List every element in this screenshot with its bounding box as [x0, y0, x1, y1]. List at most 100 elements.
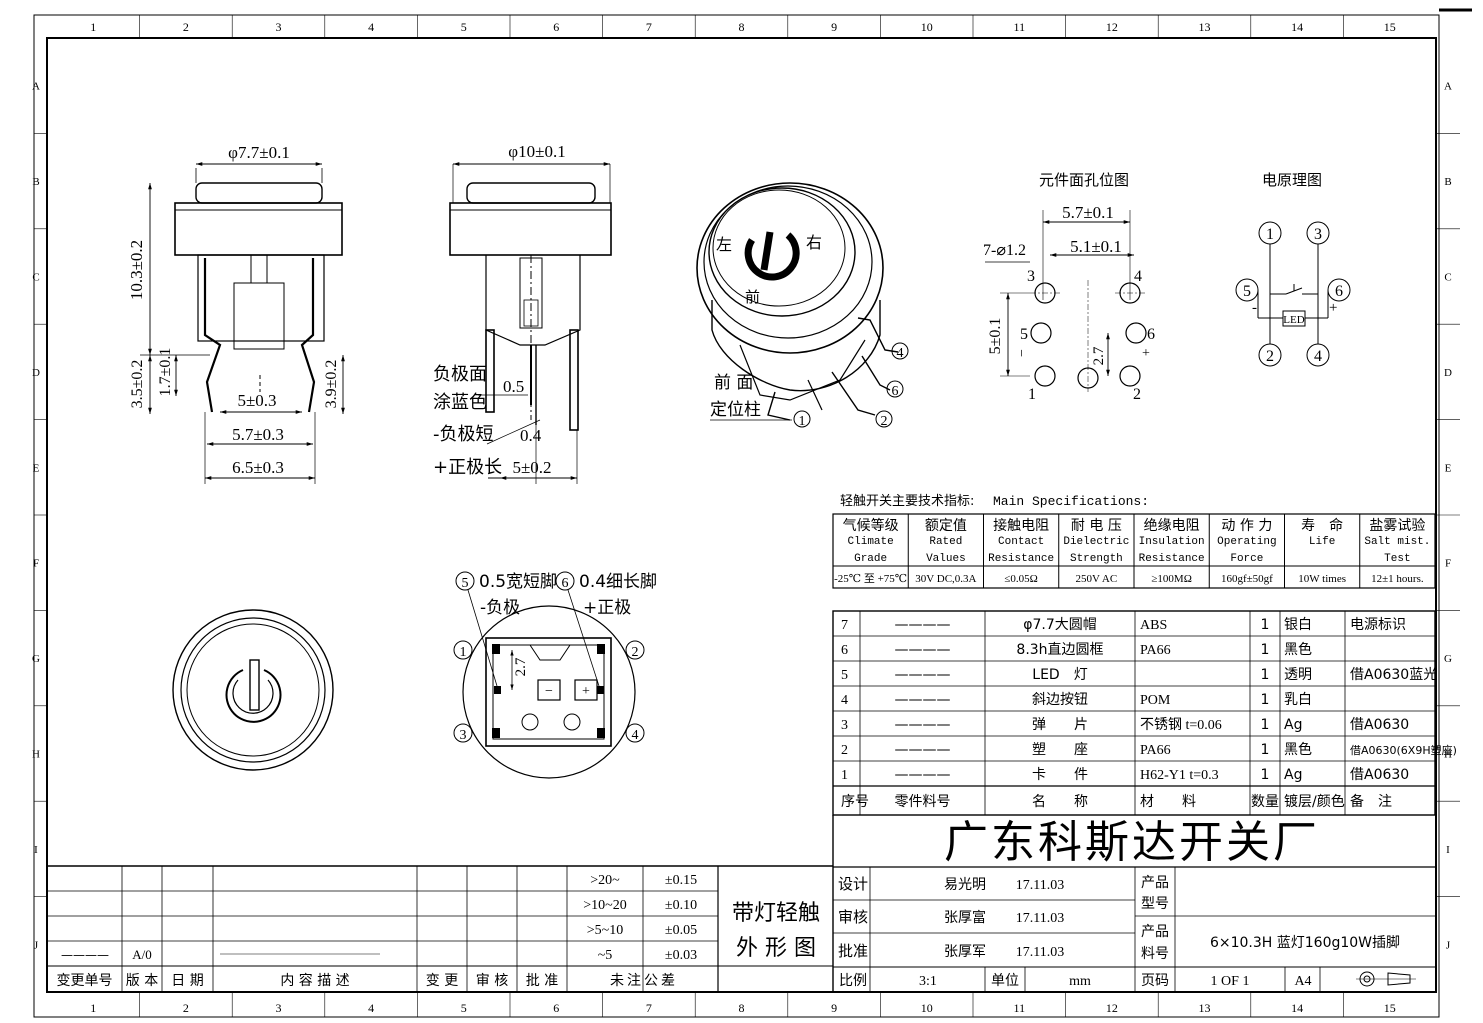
spec-header-en1: Rated	[929, 536, 962, 548]
sch-led: LED	[1283, 314, 1304, 326]
bom-cell-material: H62-Y1 t=0.3	[1140, 768, 1219, 783]
rev-header: 审 核	[476, 973, 508, 989]
grid-col-label-bottom: 4	[368, 1001, 374, 1015]
grid-row-label-right: A	[1444, 81, 1452, 93]
front-04-label: 0.4	[520, 426, 542, 445]
bom-header-no: 序号	[841, 794, 869, 810]
bom-cell-material: PA66	[1140, 743, 1171, 758]
spec-header-en2: Force	[1230, 553, 1263, 565]
tb-check-label: 审核	[838, 908, 868, 926]
bom-cell-name: 弹 片	[1032, 717, 1088, 733]
bom-cell-name: 斜边按钮	[1032, 692, 1088, 708]
tb-designer: 易光明	[944, 877, 986, 893]
bom-cell-finish: 乳白	[1284, 692, 1312, 708]
sch-node-2: 2	[1266, 348, 1274, 365]
bom-cell-name: φ7.7大圆帽	[1023, 617, 1097, 633]
grid-row-label: H	[32, 749, 40, 761]
grid-column-labels: 1122334455667788991010111112121313141415…	[90, 15, 1396, 1017]
spec-header-en2: Test	[1384, 553, 1410, 565]
grid-col-label: 10	[921, 20, 933, 34]
grid-col-label-bottom: 7	[646, 1001, 652, 1015]
iso-locating-pin: 定位柱	[710, 400, 761, 420]
hole-count-label: 7-⌀1.2	[983, 242, 1026, 259]
grid-row-label: C	[32, 272, 39, 284]
sch-minus: -	[1252, 300, 1257, 316]
tb-part-label-1: 产品	[1141, 924, 1169, 940]
hole-layout-title: 元件面孔位图	[1039, 171, 1129, 189]
grid-col-label: 6	[553, 20, 559, 34]
grid-row-label: B	[32, 176, 39, 188]
tb-model-label-1: 产品	[1141, 875, 1169, 891]
revision-block: ———— A/0 变更单号版 本日 期内 容 描 述变 更审 核批 准 >20~…	[47, 865, 833, 992]
iso-front: 前	[745, 288, 760, 306]
spec-header-cn: 绝缘电阻	[1144, 518, 1200, 534]
tb-product-2: 外 形 图	[736, 936, 816, 961]
sch-plus: +	[1329, 300, 1337, 316]
tb-model-label-2: 型号	[1141, 896, 1169, 912]
grid-row-label-right: I	[1446, 844, 1450, 856]
front-05-label: 0.5	[503, 377, 524, 396]
iso-right: 右	[806, 233, 822, 252]
bot-corner-3: 3	[460, 728, 467, 743]
tol-value: ±0.05	[665, 923, 697, 938]
spec-value: 160gf±50gf	[1221, 573, 1273, 585]
bom-cell-note: 借A0630	[1350, 717, 1409, 733]
tb-page: 1 OF 1	[1211, 974, 1250, 989]
bot-corner-1: 1	[460, 645, 467, 660]
bom-cell-finish: 黑色	[1284, 641, 1312, 658]
side-35-label: 3.5±0.2	[129, 360, 146, 409]
bom-cell-qty: 1	[1261, 767, 1270, 783]
spec-header-en2: Values	[926, 553, 966, 565]
spec-header-en2: Strength	[1070, 553, 1123, 565]
grid-row-label: G	[32, 653, 40, 665]
grid-col-label-bottom: 2	[183, 1001, 189, 1015]
spec-header-cn: 额定值	[925, 518, 967, 534]
title-block: 广东科斯达开关厂 设计 易光明 17.11.03 审核 张厚富 17.11.03…	[732, 815, 1435, 992]
bom-cell-name: 塑 座	[1032, 742, 1088, 758]
grid-col-label-bottom: 14	[1291, 1001, 1303, 1015]
tb-unit: mm	[1069, 974, 1091, 989]
spec-header-en1: Dielectric	[1063, 536, 1129, 548]
hole-label-1: 1	[1028, 386, 1036, 403]
projection-symbol	[1356, 971, 1416, 987]
top-view	[172, 609, 334, 771]
bom-cell-qty: 1	[1261, 717, 1270, 733]
grid-col-label-bottom: 5	[461, 1001, 467, 1015]
bom-cell-material: POM	[1140, 693, 1171, 708]
side-dia-label: φ7.7±0.1	[228, 143, 290, 162]
tol-range: >5~10	[587, 923, 623, 938]
sch-node-5: 5	[1243, 283, 1251, 300]
company-name: 广东科斯达开关厂	[944, 818, 1320, 867]
rev-version: A/0	[132, 947, 152, 962]
front-neg-face-2: 涂蓝色	[433, 392, 487, 413]
tb-approve-label: 批准	[838, 942, 868, 960]
bom-cell-part: ————	[895, 667, 951, 683]
grid-col-label: 7	[646, 20, 652, 34]
grid-col-label-bottom: 15	[1384, 1001, 1396, 1015]
spec-value: 250V AC	[1076, 573, 1118, 585]
bot-pin5-num: 5	[462, 576, 469, 591]
tb-unit-label: 单位	[991, 973, 1019, 989]
rev-header: 版 本	[126, 973, 158, 989]
tol-range: >20~	[590, 873, 620, 888]
bom-cell-name: 卡 件	[1032, 767, 1088, 783]
spec-value: -25℃ 至 +75℃	[834, 573, 907, 585]
grid-col-label-bottom: 9	[831, 1001, 837, 1015]
grid-col-label-bottom: 11	[1014, 1001, 1026, 1015]
spec-header-en1: Operating	[1217, 536, 1276, 548]
side-view: φ7.7±0.1 10.3±0.2 3.5±0.2 1.7±0.1 3.9±0.…	[127, 143, 345, 484]
tol-value: ±0.03	[665, 948, 697, 963]
sch-node-4: 4	[1314, 348, 1322, 365]
bot-pos: +正极	[583, 598, 631, 618]
grid-col-label: 3	[276, 20, 282, 34]
bom-cell-part: ————	[895, 617, 951, 633]
bom-cell-part: ————	[895, 717, 951, 733]
bot-27-label: 2.7	[513, 657, 529, 676]
grid-col-label: 13	[1199, 20, 1211, 34]
sch-node-1: 1	[1266, 226, 1274, 243]
grid-row-label: A	[32, 81, 40, 93]
bom-cell-note: 电源标识	[1350, 617, 1406, 633]
bom-cell-no: 2	[841, 743, 848, 758]
rev-header: 内 容 描 述	[280, 972, 349, 989]
